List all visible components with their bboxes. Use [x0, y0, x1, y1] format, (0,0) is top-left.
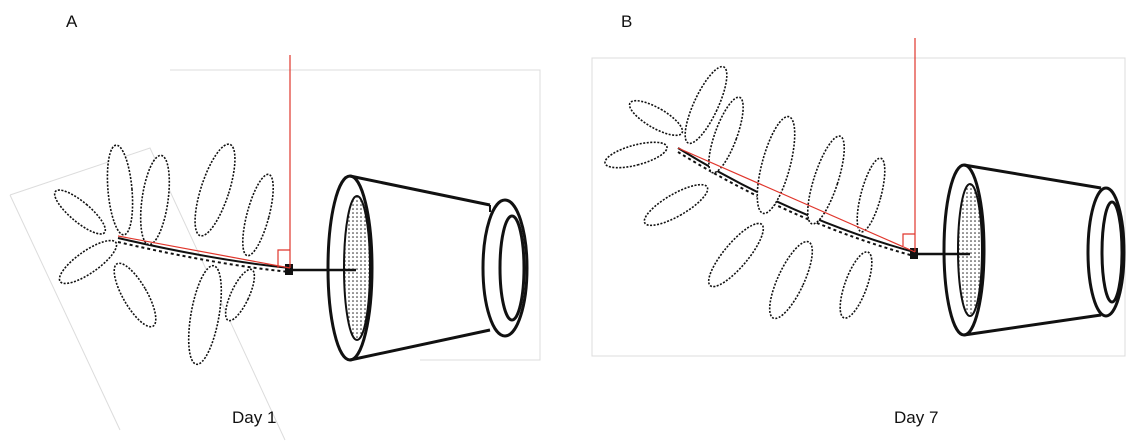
leaf-icon	[852, 156, 891, 235]
panel-a: A Day 1	[0, 0, 566, 441]
leaf-icon	[237, 172, 280, 259]
panel-label: B	[621, 12, 632, 32]
leaf-icon	[49, 184, 111, 240]
leaf-icon	[750, 113, 803, 217]
leaf-icon	[136, 154, 174, 247]
leaf-icon	[107, 258, 164, 332]
leaves	[603, 62, 891, 324]
leaf-icon	[834, 248, 879, 321]
leaf-icon	[220, 266, 260, 324]
leaf-icon	[761, 236, 820, 323]
leaf-icon	[183, 263, 228, 366]
panel-label: A	[66, 12, 77, 32]
leaves	[49, 140, 279, 367]
panel-b: B Day 7	[566, 0, 1133, 441]
plant-drawing-day-1	[0, 0, 566, 441]
leaf-icon	[104, 144, 136, 236]
day-caption: Day 1	[232, 408, 276, 428]
leaf-icon	[187, 140, 243, 240]
flower-pot-icon	[944, 165, 1124, 335]
leaf-icon	[639, 177, 712, 232]
leaf-icon	[701, 217, 771, 294]
plant-drawing-day-7	[566, 0, 1133, 441]
leaf-icon	[603, 137, 670, 173]
leaf-icon	[54, 233, 122, 290]
day-caption: Day 7	[894, 408, 938, 428]
leaf-icon	[625, 94, 687, 141]
flower-pot-icon	[328, 176, 527, 360]
